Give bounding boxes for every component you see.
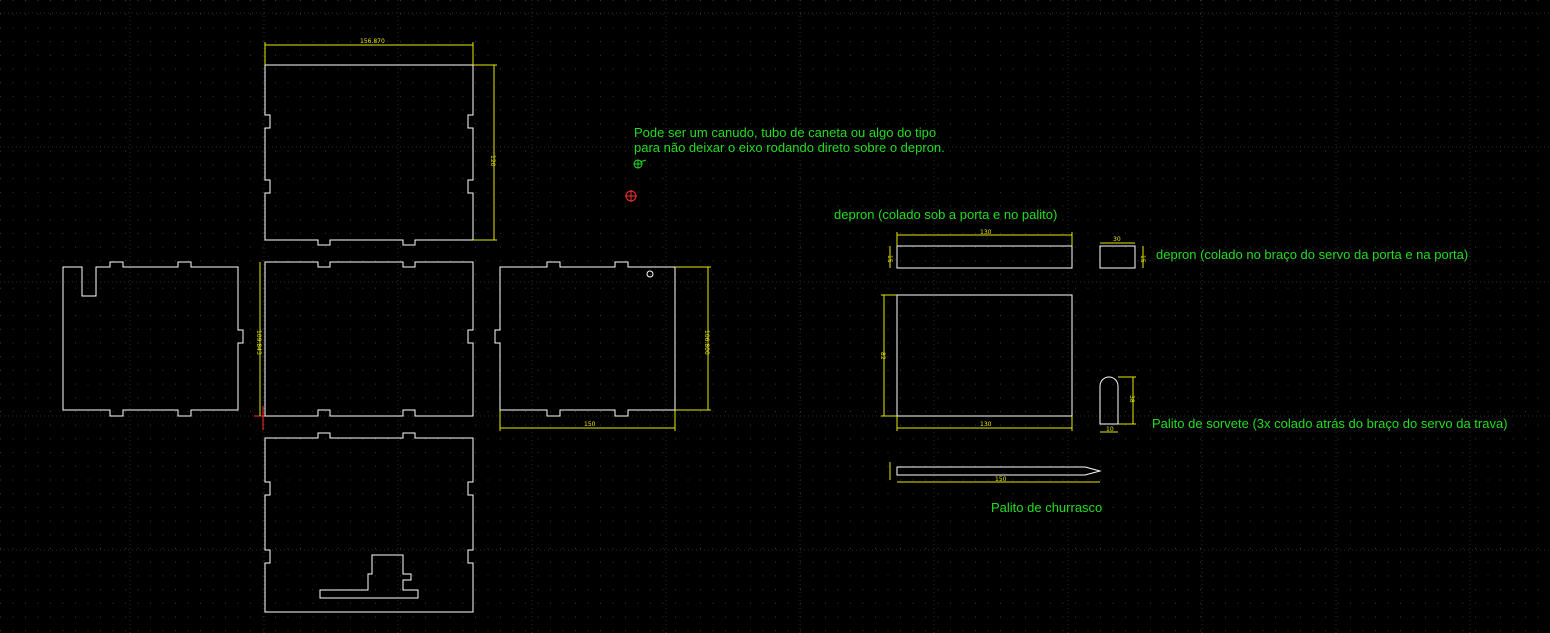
palito-churrasco-label: Palito de churrasco — [991, 500, 1103, 515]
dim-depron-plate-height: 82 — [879, 352, 886, 360]
depron-plate[interactable] — [896, 294, 1073, 417]
top-panel[interactable] — [264, 64, 474, 246]
dim-depron-plate-width: 130 — [980, 421, 992, 428]
dim-top-panel-height: 120 — [489, 155, 496, 167]
top-panel-dimensions — [264, 42, 497, 241]
depron-small-dimensions — [1100, 242, 1144, 268]
dim-depron-small-height: 15 — [1139, 255, 1146, 263]
straw-note-line2: para não deixar o eixo rodando direto so… — [634, 140, 945, 155]
depron-door-palito-label: depron (colado sob a porta e no palito) — [834, 207, 1058, 222]
depron-servo-arm-label: depron (colado no braço do servo da port… — [1156, 247, 1469, 262]
dim-right-panel-width: 150 — [584, 421, 596, 428]
palito-churrasco-shape[interactable] — [896, 466, 1102, 476]
palito-sorvete-label: Palito de sorvete (3x colado atrás do br… — [1152, 416, 1508, 431]
dim-sorvete-height: 38 — [1128, 395, 1135, 403]
palito-churrasco-dimensions — [889, 462, 1100, 483]
right-panel[interactable] — [494, 261, 676, 417]
depron-strip[interactable] — [896, 245, 1073, 269]
depron-strip-dimensions — [889, 232, 1073, 268]
right-panel-dimensions — [499, 266, 711, 431]
straw-note: Pode ser um canudo, tubo de caneta ou al… — [634, 125, 945, 155]
bottom-panel[interactable] — [264, 432, 474, 613]
dim-depron-strip-width: 130 — [980, 229, 992, 236]
palito-sorvete-dimensions — [1100, 376, 1136, 433]
left-panel[interactable] — [62, 261, 244, 417]
dim-center-panel-height: 109.843 — [255, 330, 262, 355]
straw-marker — [633, 159, 647, 169]
palito-sorvete-shape[interactable] — [1099, 376, 1119, 425]
crosshair-marker — [625, 190, 637, 202]
straw-note-line1: Pode ser um canudo, tubo de caneta ou al… — [634, 125, 937, 140]
dim-sorvete-width: 10 — [1106, 426, 1114, 433]
dim-top-panel-width: 156.870 — [360, 38, 385, 45]
depron-plate-dimensions — [881, 294, 1073, 431]
dim-depron-small-width: 30 — [1113, 236, 1121, 243]
dim-right-panel-height: 106.800 — [703, 330, 710, 355]
dim-depron-strip-height: 15 — [886, 255, 893, 263]
center-panel[interactable] — [264, 261, 474, 417]
depron-small[interactable] — [1099, 245, 1136, 269]
dim-churrasco-length: 150 — [995, 476, 1007, 483]
